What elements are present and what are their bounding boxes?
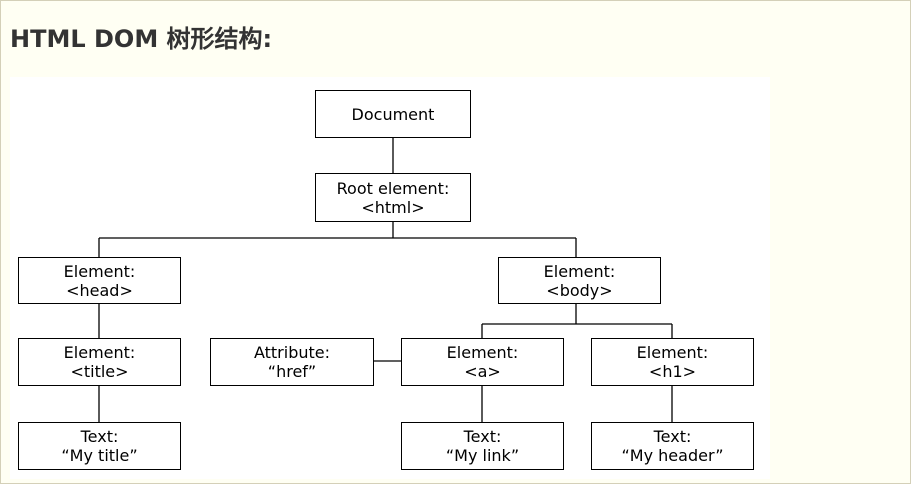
node-attribute-href: Attribute: “href” (210, 338, 374, 386)
node-body-tag: <body> (546, 280, 613, 300)
node-text-title-label: Text: (80, 427, 119, 446)
node-document: Document (315, 90, 471, 138)
node-document-label: Document (351, 104, 435, 124)
connector-lines (98, 137, 673, 422)
node-root-label: Root element: (336, 178, 450, 198)
node-attribute-value: “href” (267, 362, 317, 381)
node-attribute-label: Attribute: (253, 343, 331, 362)
dom-tree-diagram: Document Root element: <html> Element: <… (10, 77, 770, 479)
node-body-label: Element: (543, 261, 616, 281)
node-text-header-label: Text: (653, 427, 692, 446)
node-text-link-value: “My link” (445, 446, 520, 465)
node-text-my-link: Text: “My link” (401, 422, 564, 470)
node-a-tag: <a> (464, 362, 501, 381)
node-body: Element: <body> (498, 257, 661, 304)
node-title-tag: <title> (70, 362, 129, 381)
node-title: Element: <title> (18, 338, 181, 386)
page-title: HTML DOM 树形结构: (10, 25, 273, 53)
node-text-header-value: “My header” (621, 446, 724, 465)
node-h1: Element: <h1> (591, 338, 754, 386)
node-a-label: Element: (446, 343, 519, 362)
node-head: Element: <head> (18, 257, 181, 304)
node-a: Element: <a> (401, 338, 564, 386)
node-h1-label: Element: (636, 343, 709, 362)
node-head-tag: <head> (66, 280, 133, 300)
node-root-element: Root element: <html> (315, 173, 471, 222)
node-title-label: Element: (63, 343, 136, 362)
node-text-link-label: Text: (463, 427, 502, 446)
node-head-label: Element: (63, 261, 136, 281)
node-text-my-title: Text: “My title” (18, 422, 181, 470)
node-text-title-value: “My title” (61, 446, 138, 465)
node-h1-tag: <h1> (648, 362, 697, 381)
node-text-my-header: Text: “My header” (591, 422, 754, 470)
node-root-tag: <html> (361, 197, 425, 217)
